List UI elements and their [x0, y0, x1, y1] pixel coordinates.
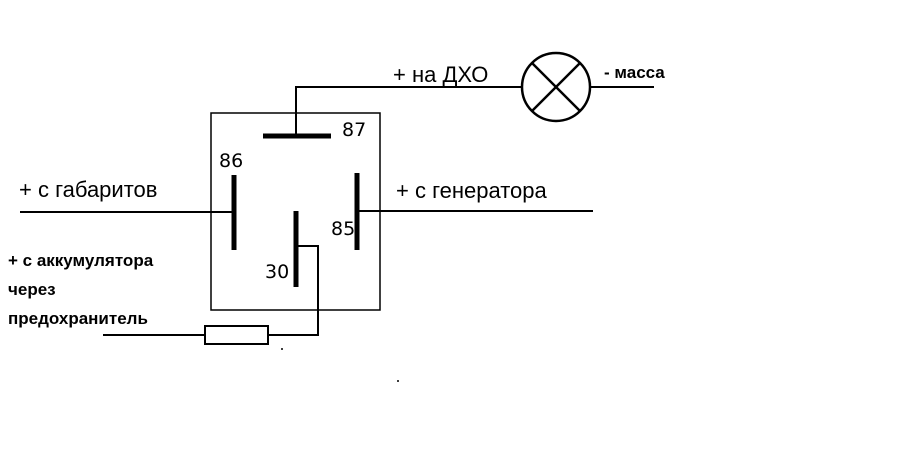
label-battery-line3: предохранитель — [8, 309, 148, 328]
label-dxo: + на ДХО — [393, 62, 488, 87]
stray-dot — [397, 380, 399, 382]
fuse-icon — [204, 325, 269, 345]
label-battery-line1: + с аккумулятора — [8, 251, 154, 270]
label-gabarity: + с габаритов — [19, 177, 157, 202]
label-battery-line2: через — [8, 280, 56, 299]
stray-dot — [281, 348, 283, 350]
label-generator: + с генератора — [396, 178, 548, 203]
lamp-icon — [520, 51, 592, 123]
wire-87-to-lamp — [295, 86, 521, 136]
pin-85-label: 85 — [331, 218, 355, 240]
pin-87-label: 87 — [342, 119, 366, 141]
label-massa: - масса — [604, 63, 665, 82]
pin-30-label: 30 — [265, 261, 289, 283]
pin-86-label: 86 — [219, 150, 243, 172]
wire-30-to-fuse — [268, 245, 319, 336]
